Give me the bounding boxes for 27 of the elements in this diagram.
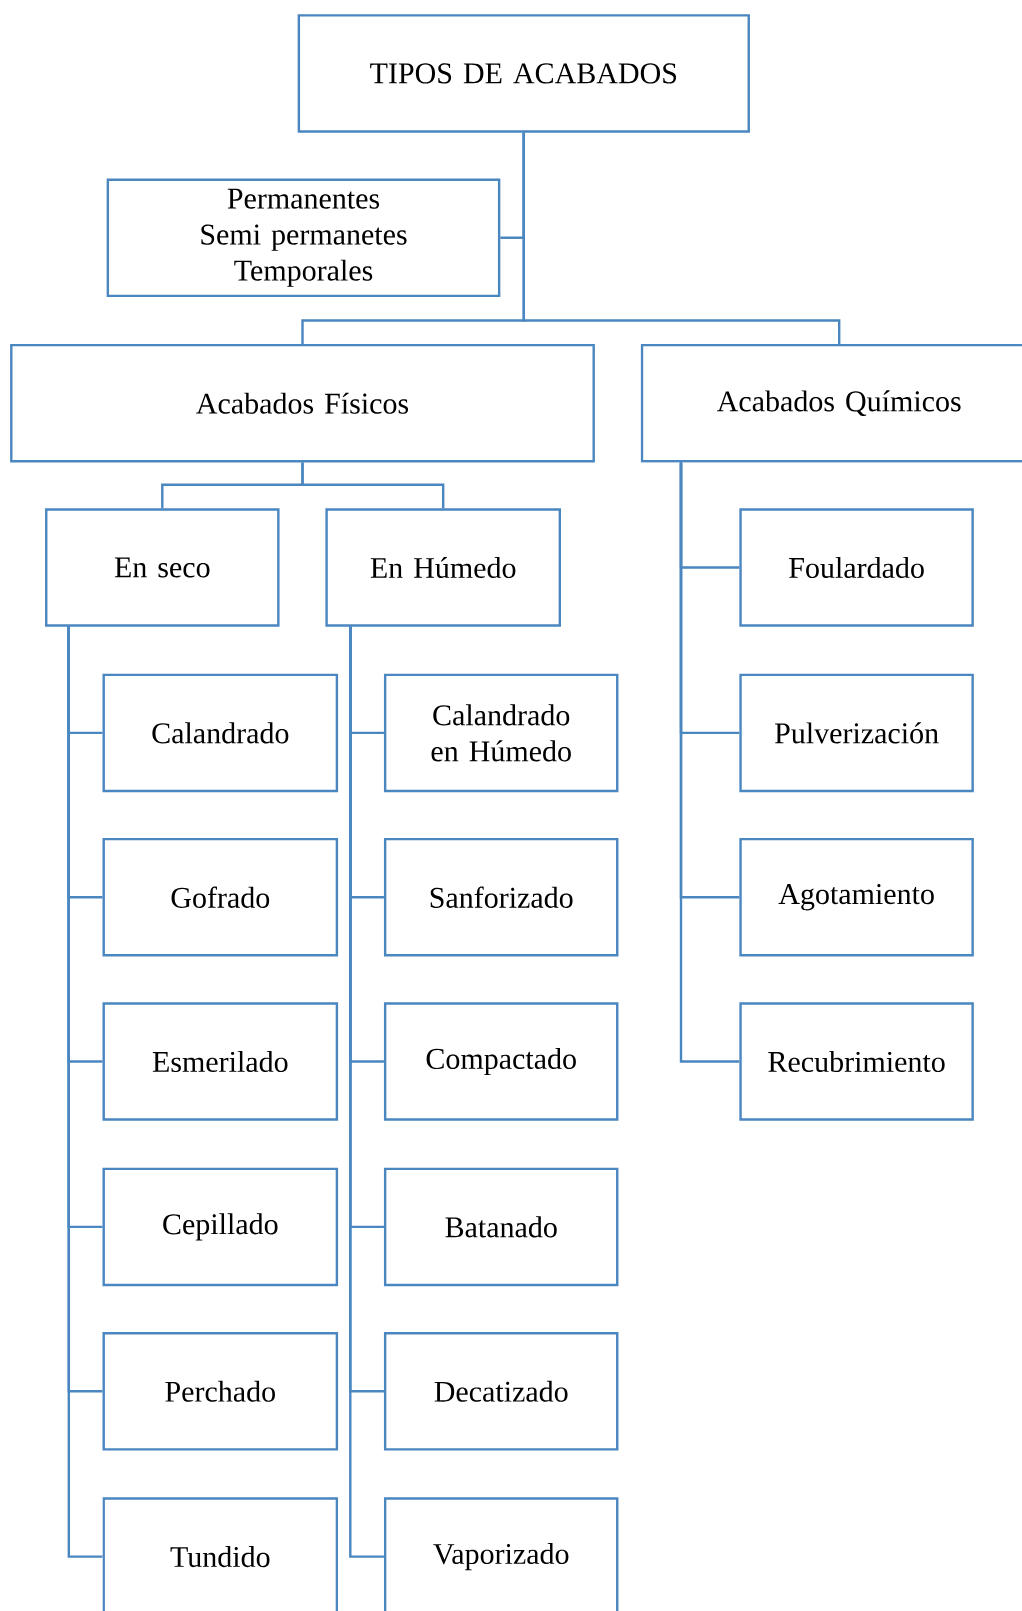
category-box: TIPOS DE ACABADOS bbox=[297, 14, 750, 133]
connector-line bbox=[349, 626, 384, 1558]
category-box: Permanentes Semi permanetes Temporales bbox=[106, 178, 501, 298]
connector-line bbox=[522, 132, 841, 344]
category-box: Foulardado bbox=[739, 508, 974, 627]
category-box: Recubrimiento bbox=[739, 1002, 974, 1121]
category-box: Tundido bbox=[102, 1497, 339, 1611]
connector-line bbox=[679, 462, 740, 1063]
connector-line bbox=[67, 626, 103, 1558]
category-box: Calandrado bbox=[102, 673, 339, 793]
category-box: Cepillado bbox=[102, 1167, 339, 1287]
category-box: Vaporizado bbox=[383, 1497, 619, 1611]
category-box: Esmerilado bbox=[102, 1002, 339, 1121]
category-box: Acabados Químicos bbox=[640, 343, 1022, 463]
category-box: Sanforizado bbox=[383, 837, 619, 957]
category-box: Batanado bbox=[383, 1167, 619, 1287]
category-box: En Húmedo bbox=[325, 508, 561, 627]
category-box: Pulverización bbox=[739, 673, 974, 793]
category-box: Acabados Físicos bbox=[10, 343, 595, 463]
category-box: Agotamiento bbox=[739, 837, 974, 957]
category-box: En seco bbox=[45, 508, 280, 627]
category-box: Compactado bbox=[383, 1002, 619, 1121]
category-box: Gofrado bbox=[102, 837, 339, 957]
connector-line bbox=[301, 462, 445, 509]
category-box: Perchado bbox=[102, 1332, 339, 1451]
category-box: Calandrado en Húmedo bbox=[383, 673, 619, 793]
category-box: Decatizado bbox=[383, 1332, 619, 1451]
